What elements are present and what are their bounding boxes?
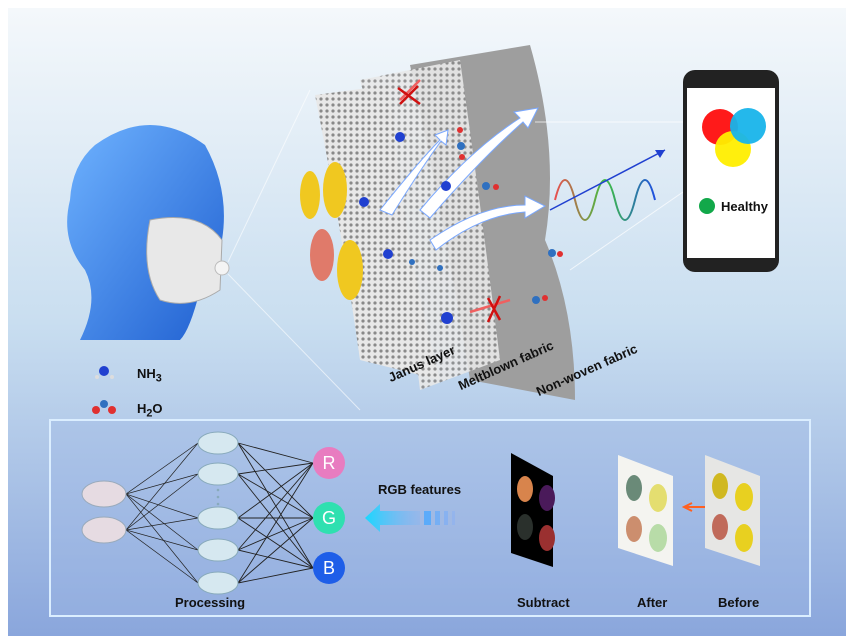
ellipsis-dot	[216, 495, 220, 499]
network-edge	[125, 517, 199, 531]
health-status: Healthy	[699, 198, 768, 214]
legend-nh3: NH3	[137, 366, 162, 385]
network-edge	[237, 462, 314, 551]
rgb-features-arrow	[365, 504, 455, 532]
network-edge	[237, 473, 314, 569]
legend-nh3-text: NH	[137, 366, 156, 381]
hidden-node	[197, 571, 239, 595]
airflow-arrows	[379, 107, 547, 251]
network-edge	[125, 493, 199, 584]
network-edge	[237, 517, 314, 569]
molecules	[359, 127, 563, 324]
processing-label: Processing	[175, 595, 246, 610]
network-edge	[125, 442, 199, 531]
network-edge	[237, 473, 314, 519]
network-edge	[237, 442, 314, 464]
hidden-node	[197, 506, 239, 530]
channel-r: R	[313, 447, 345, 479]
after-panel	[618, 455, 673, 566]
human-head-with-mask	[67, 89, 361, 411]
network-edge	[125, 442, 199, 495]
legend-h2o-text: H	[137, 401, 147, 416]
network-edge	[237, 549, 314, 569]
fabric-layers	[315, 45, 575, 400]
after-label: After	[637, 595, 668, 610]
particles	[300, 162, 363, 300]
hidden-node	[197, 431, 239, 455]
network-edge	[237, 462, 314, 475]
smartphone	[683, 70, 779, 272]
signal-wave	[535, 121, 684, 271]
hidden-node	[197, 462, 239, 486]
channel-b: B	[313, 552, 345, 584]
input-node	[81, 480, 127, 508]
legend-icons	[92, 366, 116, 414]
network-edge	[125, 529, 199, 584]
status-text: Healthy	[721, 198, 768, 214]
network-edge	[237, 442, 314, 569]
before-label: Before	[718, 595, 760, 610]
network-edge	[125, 473, 199, 495]
legend-h2o: H2O	[137, 401, 163, 420]
channel-g: G	[313, 502, 345, 534]
network-edge	[125, 473, 199, 531]
network-edge	[237, 567, 314, 584]
network-edge	[125, 493, 199, 551]
status-dot-icon	[699, 198, 715, 214]
network-edge	[125, 529, 199, 551]
network-edge	[237, 462, 314, 584]
legend-h2o-sub: 2	[146, 407, 153, 420]
network-edge	[237, 462, 314, 519]
ellipsis-dot	[216, 488, 220, 492]
rgb-features-label: RGB features	[378, 482, 462, 497]
network-edge	[237, 517, 314, 551]
neural-network	[81, 431, 314, 595]
legend-nh3-sub: 3	[155, 372, 162, 385]
network-edge	[125, 493, 199, 519]
before-panel	[705, 455, 760, 566]
network-edge	[237, 442, 314, 519]
subtract-label: Subtract	[517, 595, 570, 610]
subtract-panel	[511, 453, 555, 567]
legend-h2o-tail: O	[152, 401, 163, 416]
hidden-node	[197, 538, 239, 562]
ellipsis-dot	[216, 502, 220, 506]
input-node	[81, 516, 127, 544]
blocked-arrows	[397, 79, 511, 323]
network-edge	[237, 517, 314, 584]
